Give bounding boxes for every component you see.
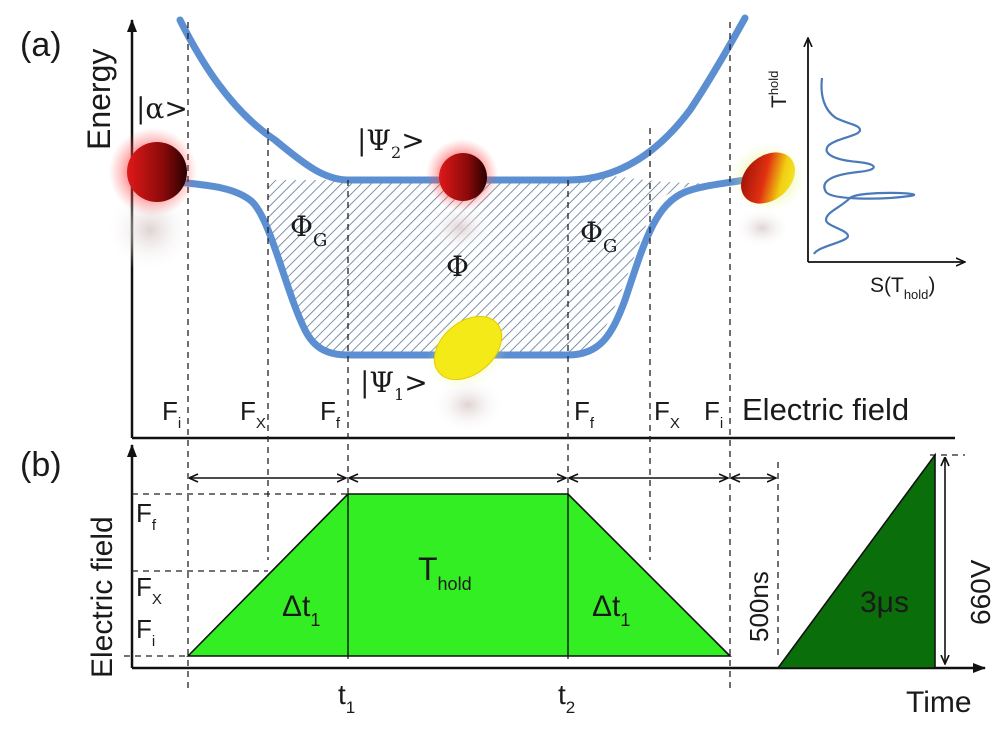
electric-field-y-label: Electric field <box>86 516 119 678</box>
delay-label: 500ns <box>744 571 774 642</box>
time-tick-t2: t2 <box>558 679 575 717</box>
voltage-label: 660V <box>965 559 996 625</box>
field-tick-labels: Fi FX Ff Ff FX Fi <box>162 396 723 432</box>
ramp-right-label: Δt1 <box>592 590 630 630</box>
y-tick-fi: Fi <box>136 614 155 650</box>
lower-energy-curve <box>156 176 749 359</box>
field-level-lines <box>124 454 965 657</box>
inset-plot: Thold S(Thold) <box>766 38 965 302</box>
field-tick-fx-left: FX <box>240 396 266 432</box>
alpha-state-blob <box>106 128 197 272</box>
electric-field-axis-label: Electric field <box>742 392 909 427</box>
field-tick-ff-left: Ff <box>320 396 341 432</box>
ramp-duration-label: 3μs <box>860 586 909 619</box>
field-tick-ff-right: Ff <box>574 396 595 432</box>
phase-center-label: Φ <box>446 250 469 283</box>
time-tick-t1: t1 <box>338 679 355 717</box>
energy-axis-label: Energy <box>81 49 117 150</box>
field-tick-fx-right: FX <box>654 396 680 432</box>
inset-y-label: Thold <box>766 71 791 108</box>
mixed-state-blob <box>730 144 806 248</box>
panel-b-label: (b) <box>20 446 62 484</box>
panel-a-label: (a) <box>20 26 62 64</box>
phase-g-left-label: ΦG <box>290 210 327 251</box>
field-tick-fi-left: Fi <box>162 396 181 432</box>
phase-g-right-label: ΦG <box>580 216 617 257</box>
alpha-state-label: |α> <box>136 92 188 125</box>
field-tick-fi-right: Fi <box>704 396 723 432</box>
ramp-left-label: Δt1 <box>282 590 320 630</box>
psi1-blob <box>426 310 510 433</box>
inset-x-label: S(Thold) <box>870 274 935 302</box>
inset-signal-curve <box>813 77 915 255</box>
psi2-label: |Ψ2> <box>357 124 425 162</box>
y-tick-fx: FX <box>136 572 162 608</box>
hold-label: Thold <box>418 551 472 594</box>
phase-region <box>268 175 732 355</box>
psi2-blob <box>426 139 498 254</box>
time-axis-label: Time <box>906 686 972 719</box>
psi1-label: |Ψ1> <box>360 366 428 404</box>
y-tick-ff: Ff <box>136 498 157 534</box>
ionization-ramp <box>776 452 936 669</box>
